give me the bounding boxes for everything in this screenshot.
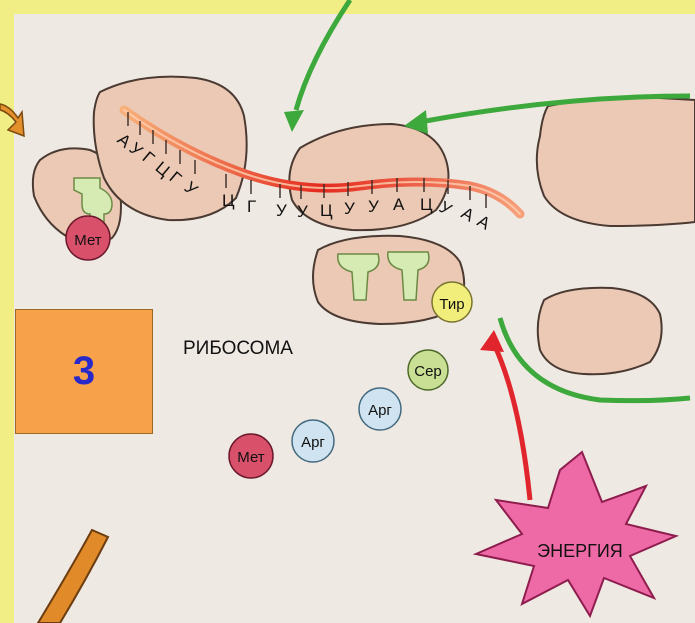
amino-met-bound-label: Мет <box>74 232 102 249</box>
energy-burst <box>476 452 676 616</box>
left-bottom-arrow <box>38 530 108 623</box>
codon-letter: У <box>344 199 355 218</box>
codon-letter: А <box>474 211 494 233</box>
codon-letter: А <box>458 203 478 225</box>
codon-letter: Г <box>247 197 256 216</box>
ribosome-large-right <box>537 98 695 226</box>
step-number: 3 <box>73 349 95 394</box>
left-top-arrow <box>0 104 24 136</box>
codon-letter: Ц <box>222 191 235 210</box>
amino-arg-1-label: Арг <box>368 402 392 419</box>
green-arrow-top <box>296 0 350 110</box>
step-number-box: 3 <box>15 309 153 434</box>
ribosome-label: РИБОСОМА <box>183 338 293 359</box>
codon-letter: У <box>368 197 379 216</box>
green-arrow-top-head <box>284 110 304 132</box>
energy-label: ЭНЕРГИЯ <box>537 541 623 561</box>
amino-arg-2-label: Арг <box>301 434 325 451</box>
amino-tyr-label: Тир <box>439 296 464 313</box>
codon-letter: У <box>276 201 287 220</box>
red-arrow-head <box>480 330 504 352</box>
codon-letter: У <box>297 202 308 221</box>
codon-letter: А <box>393 195 405 214</box>
amino-met-free-label: Мет <box>237 449 265 466</box>
amino-ser-label: Сер <box>414 363 442 380</box>
codon-letter: Ц <box>420 195 433 214</box>
ribosome-small-right <box>538 288 662 375</box>
codon-letter: Ц <box>320 201 333 220</box>
